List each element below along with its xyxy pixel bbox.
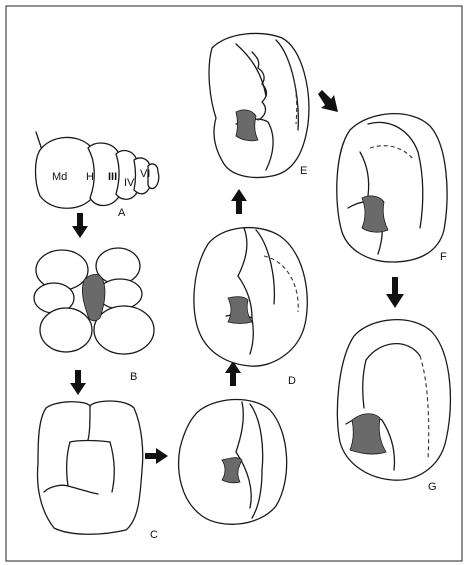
panel-label-c: C — [150, 529, 158, 541]
segment-label-vi: VI — [140, 168, 150, 180]
arrow-e-to-f — [318, 90, 338, 112]
panel-label-e: E — [300, 165, 307, 177]
panel-e-drawing — [209, 33, 309, 177]
segment-label-iii: III — [108, 171, 117, 183]
panel-intermediate-drawing — [179, 400, 287, 525]
arrow-f-to-g — [386, 277, 404, 308]
arrow-a-to-b — [72, 213, 88, 238]
panel-d-drawing — [194, 228, 307, 367]
arrow-c-to-d-stage — [145, 448, 168, 464]
panel-b-drawing — [34, 248, 154, 354]
panel-label-a: A — [118, 207, 126, 219]
panel-c-drawing — [38, 401, 143, 534]
panel-label-d: D — [288, 375, 296, 387]
segment-label-md: Md — [52, 171, 67, 183]
panel-label-f: F — [440, 251, 447, 263]
panel-g-drawing — [337, 320, 450, 481]
panel-label-b: B — [130, 371, 137, 383]
panel-f-drawing — [337, 114, 447, 262]
arrow-b-to-c — [70, 370, 86, 395]
arrow-d-to-e — [231, 189, 247, 214]
segment-label-iv: IV — [124, 177, 135, 189]
segment-label-h: H — [86, 171, 94, 183]
panel-label-g: G — [428, 481, 437, 493]
